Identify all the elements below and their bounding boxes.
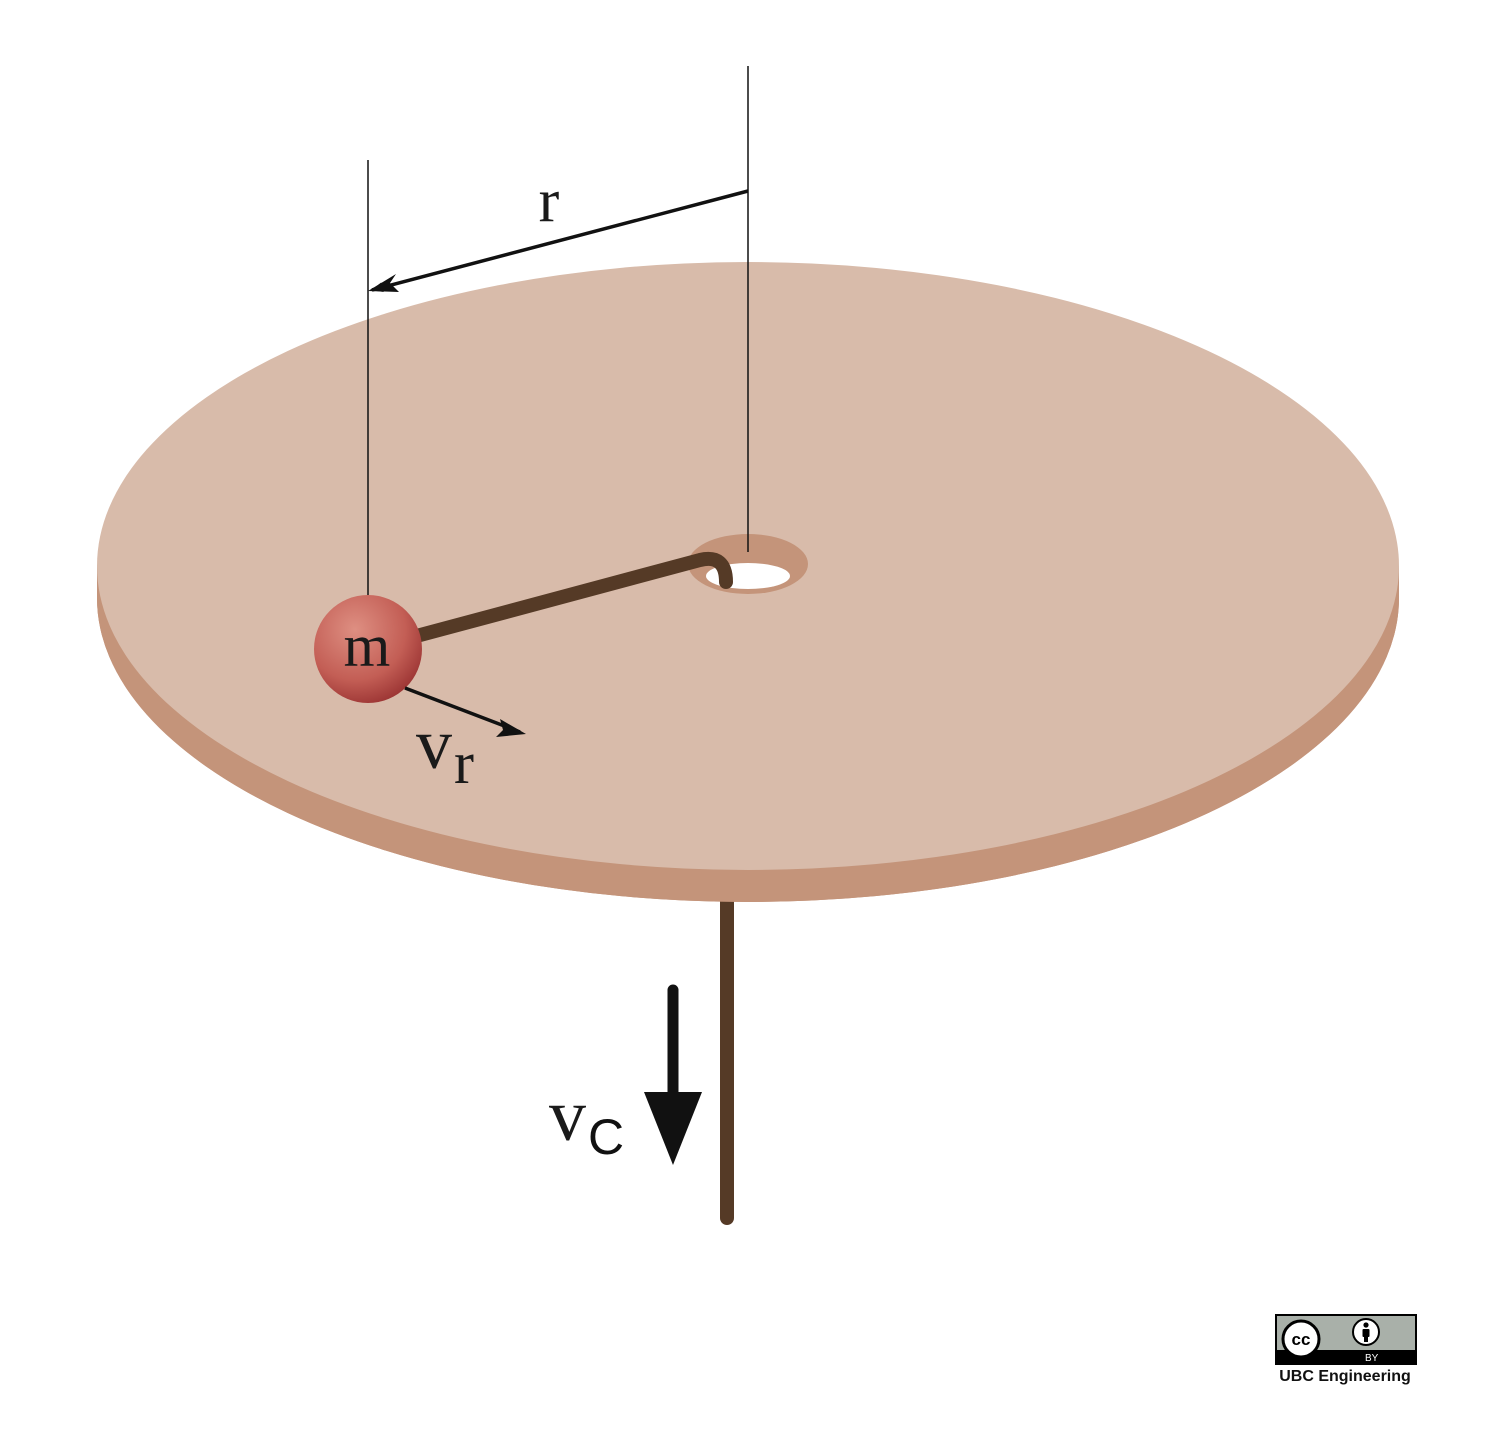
license-credit: UBC Engineering (1279, 1368, 1411, 1385)
mass-sphere (314, 595, 422, 703)
by-label: BY (1365, 1353, 1379, 1364)
radial-cord (361, 552, 733, 656)
radial-velocity-arrowhead (496, 719, 526, 737)
license-badge: BY cc UBC Engineering (1270, 1314, 1420, 1394)
cord-velocity-arrowhead (644, 1092, 702, 1165)
mass-label: m (344, 613, 391, 679)
svg-text:cc: cc (1292, 1330, 1311, 1349)
cc-by-badge: BY cc (1275, 1314, 1417, 1365)
radial-velocity-arrow (404, 686, 521, 734)
radial-velocity-label: vr (416, 704, 474, 796)
radius-dimension-arrow (371, 189, 749, 293)
radial-velocity-subscript: r (454, 730, 474, 796)
radius-arrowhead (368, 274, 399, 292)
attribution-person-icon (1352, 1318, 1380, 1346)
radius-label: r (539, 167, 560, 235)
cord-velocity-subscript: C (588, 1109, 624, 1165)
cord-velocity-label: vC (549, 1075, 624, 1165)
creative-commons-icon: cc (1281, 1319, 1321, 1359)
